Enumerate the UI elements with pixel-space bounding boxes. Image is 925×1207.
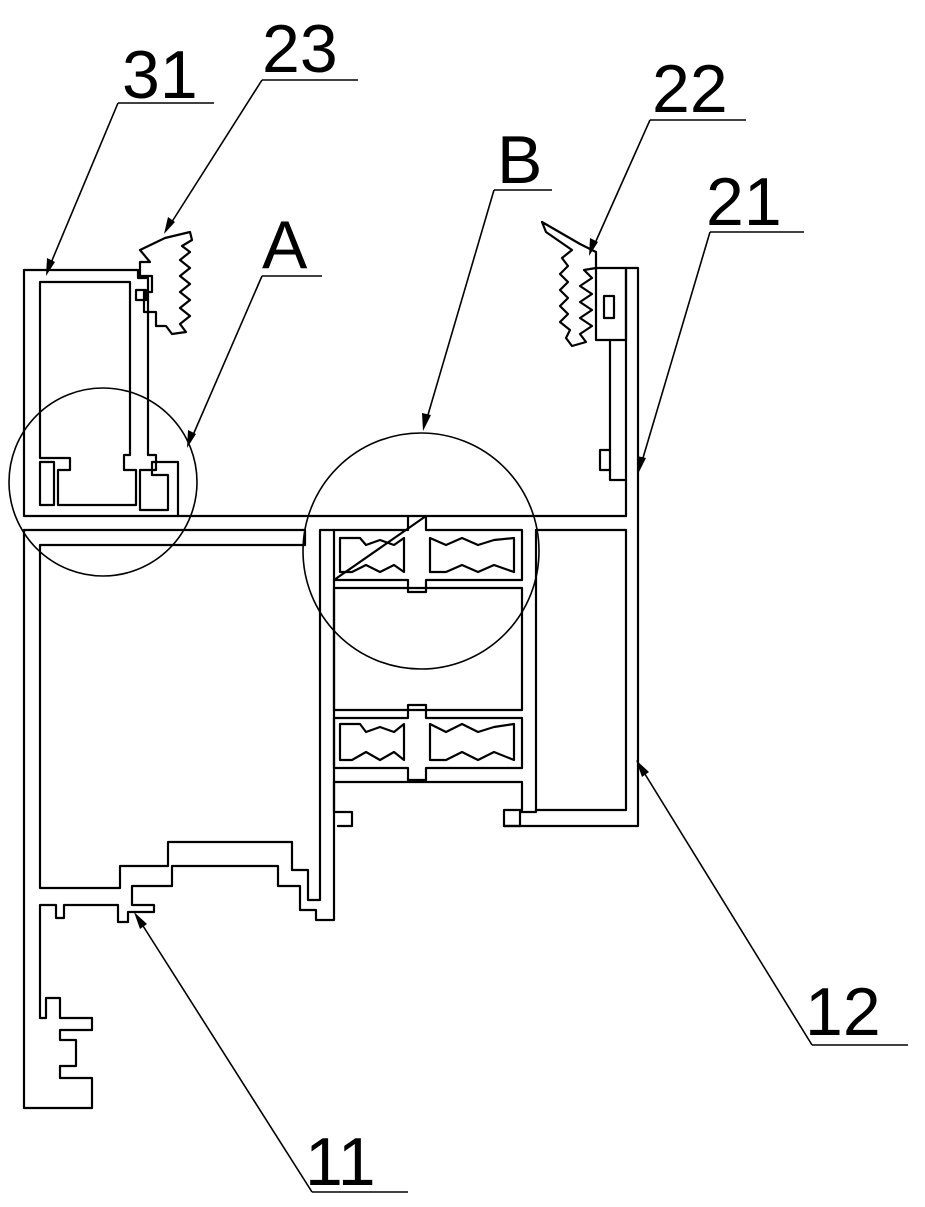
leader-B (422, 189, 552, 431)
main-horizontal-member (22, 514, 628, 532)
thermal-break-center (303, 514, 538, 828)
leader-22 (589, 119, 746, 256)
label-21: 21 (706, 164, 782, 240)
detail-circle-B (302, 432, 540, 670)
leader-23 (164, 79, 358, 234)
detail-circle-A (8, 387, 198, 577)
profile-11 (22, 528, 336, 1110)
gasket-23 (138, 230, 194, 336)
profile-21-12 (502, 266, 640, 828)
leader-31 (46, 102, 214, 276)
leader-A (187, 275, 322, 448)
label-12: 12 (805, 974, 881, 1050)
label-A: A (262, 207, 308, 283)
leader-21 (637, 231, 804, 474)
leader-11 (134, 912, 408, 1193)
leader-12 (636, 760, 908, 1046)
profile-31 (22, 268, 180, 518)
label-B: B (497, 122, 542, 198)
gasket-22 (540, 220, 598, 348)
label-22: 22 (652, 51, 728, 127)
label-23: 23 (262, 11, 338, 87)
label-31: 31 (122, 37, 198, 113)
label-11: 11 (305, 1124, 376, 1200)
